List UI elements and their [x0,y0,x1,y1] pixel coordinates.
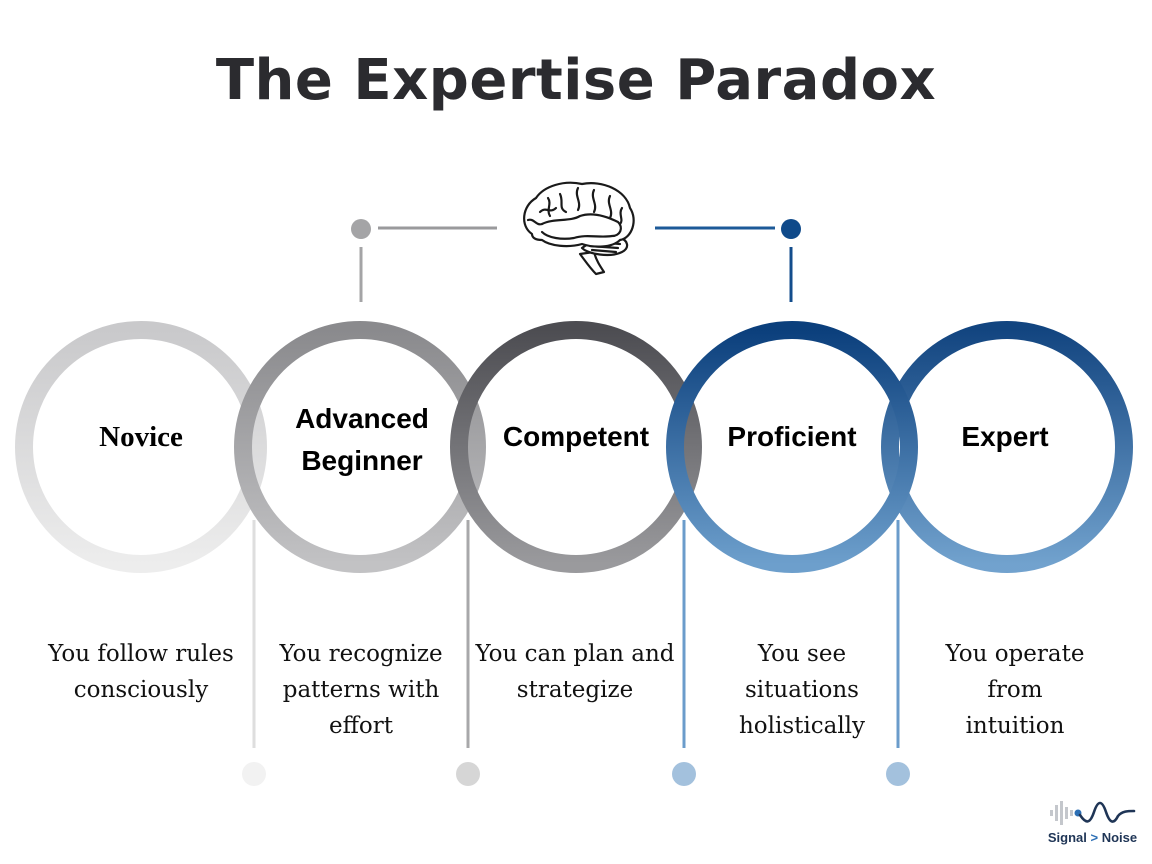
description-line: patterns with [282,677,440,703]
logo-separator: > [1090,830,1099,845]
description-line: effort [328,713,394,739]
stage-label-proficient: Proficient [727,421,857,452]
stage-description-advanced-beginner: You recognize patterns with effort [261,636,461,744]
stage-ring-proficient [666,321,918,573]
description-line: You operate from [945,641,1085,703]
stage-description-competent: You can plan and strategize [475,636,675,708]
stage-ring-expert [881,321,1133,573]
page-title: The Expertise Paradox [215,48,937,113]
stage-label-competent: Competent [502,421,650,452]
connector-dot-gray [351,219,371,239]
separator-3 [672,520,696,864]
separator-4 [886,520,910,864]
description-line: You follow rules [48,641,234,667]
signal-noise-logo: Signal > Noise [1040,798,1150,858]
stage-ring-novice [15,321,267,573]
separator-dot [456,762,480,786]
description-line: You see [757,641,847,667]
description-line: strategize [516,677,634,703]
top-connector-right [655,219,801,302]
signal-wave-icon [1050,801,1136,825]
stage-label-advanced-beginner: Advanced Beginner [295,398,429,482]
separator-dot [886,762,910,786]
description-line: holistically [738,713,866,739]
separator-1 [242,520,266,864]
stage-description-novice: You follow rules consciously [41,636,241,708]
description-line: You can plan and [475,641,675,667]
description-line: consciously [73,677,209,703]
top-connector-left [351,219,497,302]
stage-ring-advanced-beginner [234,321,486,573]
stage-label-line: Advanced [295,403,429,434]
stage-label-expert: Expert [961,421,1049,452]
brain-icon [523,181,635,276]
separator-2 [456,520,480,864]
description-line: intuition [965,713,1065,739]
stage-label-novice: Novice [99,421,183,453]
stage-description-expert: You operate from intuition [915,636,1115,744]
stage-description-proficient: You see situations holistically [702,636,902,744]
stage-label-line: Beginner [301,445,423,476]
description-line: situations [745,677,859,703]
separator-dot [242,762,266,786]
separator-dot [672,762,696,786]
connector-dot-blue [781,219,801,239]
logo-wordmark: Signal > Noise [1040,830,1145,845]
logo-word-noise: Noise [1101,830,1138,845]
description-line: You recognize [279,641,443,667]
stage-ring-competent [450,321,702,573]
logo-word-signal: Signal [1047,830,1087,845]
